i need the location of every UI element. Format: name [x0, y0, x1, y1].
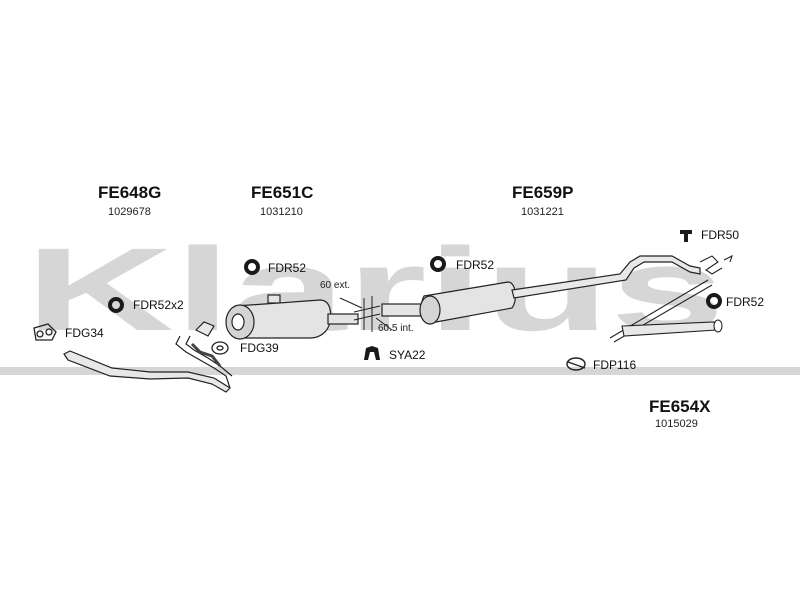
clamp-fdp116-icon	[566, 357, 586, 371]
label-sya22: SYA22	[389, 348, 426, 362]
pipe-joint-marker	[339, 296, 393, 332]
group-title-fe659p: FE659P	[512, 183, 574, 202]
mount-fdr52x2-icon	[108, 297, 124, 313]
label-fdr52-b: FDR52	[456, 258, 495, 272]
bracket-sya22-icon	[364, 346, 380, 360]
label-fdr52x2: FDR52x2	[133, 298, 184, 312]
group-title-fe648g: FE648G	[98, 183, 162, 202]
tail-section-fe654x	[609, 254, 733, 343]
label-fdr50: FDR50	[701, 228, 740, 242]
klarius-watermark-logo: Klarius	[0, 224, 800, 375]
gasket-fdg39-icon	[211, 341, 229, 355]
rear-silencer-fe659p	[381, 255, 701, 325]
label-fdg34: FDG34	[65, 326, 104, 340]
hanger-fdr50-icon	[680, 230, 692, 242]
label-fdp116: FDP116	[593, 358, 637, 372]
svg-text:Klarius: Klarius	[25, 224, 725, 356]
mount-fdr52-c-icon	[706, 293, 722, 309]
group-number-fe648g: 1029678	[108, 206, 151, 218]
group-number-fe654x: 1015029	[655, 418, 698, 430]
group-number-fe659p: 1031221	[521, 206, 564, 218]
dimension-ext: 60 ext.	[320, 280, 351, 291]
label-fdr52-c: FDR52	[726, 295, 765, 309]
dimension-int: 60.5 int.	[378, 323, 414, 334]
gasket-fdg34-icon	[33, 323, 57, 341]
group-number-fe651c: 1031210	[260, 206, 303, 218]
mount-fdr52-b-icon	[430, 256, 446, 272]
label-fdr52-a: FDR52	[268, 261, 307, 275]
group-title-fe651c: FE651C	[251, 183, 314, 202]
front-pipe-fe648g	[63, 321, 233, 393]
group-title-fe654x: FE654X	[649, 397, 711, 416]
label-fdg39: FDG39	[240, 341, 279, 355]
mount-fdr52-a-icon	[244, 259, 260, 275]
